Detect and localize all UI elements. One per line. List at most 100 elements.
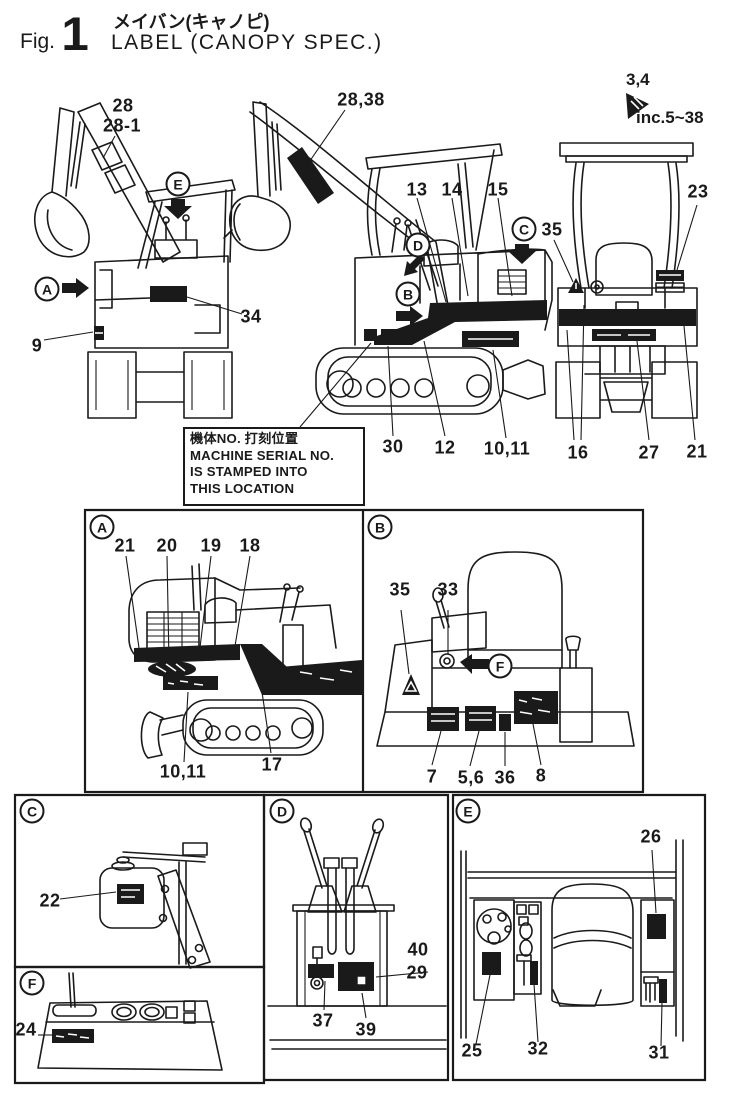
- include-arrow-icon: [626, 93, 649, 119]
- panel-b-label-7: [427, 707, 459, 731]
- panel-f-callout-24: 24: [15, 1019, 37, 1040]
- serial-note-line-jp: 機体NO. 打刻位置: [190, 431, 299, 446]
- callout-16: 16: [567, 442, 589, 463]
- callout-14: 14: [441, 179, 463, 200]
- label-plate-34: [150, 286, 187, 302]
- panel-e-frame: [453, 795, 705, 1080]
- panel-a-letter: A: [89, 514, 115, 540]
- stripe-decal: [374, 300, 547, 345]
- panel-e-label-26: [647, 914, 666, 939]
- panel-d-label-39: [338, 962, 374, 991]
- view-marker-d: D: [405, 232, 431, 258]
- arrow-a-icon: [62, 278, 89, 298]
- figure-label: Fig.: [20, 30, 56, 53]
- panel-f-label-24: [52, 1029, 94, 1043]
- serial-note-line-3: THIS LOCATION: [190, 480, 295, 496]
- panel-f-drawing: [38, 973, 222, 1070]
- panel-a-label-10-11: [163, 676, 218, 690]
- callout-28: 28: [112, 95, 134, 116]
- arrow-c-icon: [508, 244, 536, 264]
- callout-35: 35: [541, 219, 563, 240]
- include-note: inc.5~38: [636, 108, 704, 127]
- page-title-japanese: メイバン(キャノピ): [113, 12, 270, 32]
- panel-a-callout-19: 19: [200, 535, 222, 556]
- panel-d-callout-37: 37: [312, 1010, 334, 1031]
- arrow-d-icon: [404, 254, 425, 276]
- panel-e-callout-31: 31: [648, 1042, 670, 1063]
- arrow-f-icon: [460, 654, 489, 674]
- panel-e-drawing: [461, 840, 683, 1046]
- side-view-drawing: [224, 102, 552, 438]
- panel-e-callout-32: 32: [527, 1038, 549, 1059]
- callout-13: 13: [406, 179, 428, 200]
- callout-30: 30: [382, 436, 404, 457]
- view-marker-b: B: [395, 281, 421, 307]
- panel-c-drawing: [60, 843, 210, 968]
- panel-f-frame: [15, 967, 264, 1083]
- panel-b-f-reference: F: [487, 653, 513, 679]
- callout-9: 9: [31, 335, 43, 356]
- panel-e-label-25: [482, 952, 501, 975]
- callout-28-38: 28,38: [337, 89, 385, 110]
- panel-a-callout-17: 17: [261, 754, 283, 775]
- panel-a-callout-21: 21: [114, 535, 136, 556]
- figure-number: 1: [61, 7, 89, 60]
- arrow-e-icon: [164, 199, 192, 219]
- panel-c-letter: C: [19, 798, 45, 824]
- front-view-drawing: [35, 103, 242, 418]
- callout-15: 15: [487, 179, 509, 200]
- view-marker-a: A: [34, 276, 60, 302]
- panel-b-callout-35: 35: [389, 579, 411, 600]
- panel-d-frame: [264, 795, 448, 1080]
- callout-23: 23: [687, 181, 709, 202]
- panel-b-warning-triangle: [402, 674, 420, 695]
- callout-3-4: 3,4: [626, 70, 650, 89]
- panel-e-callout-26: 26: [640, 826, 662, 847]
- panel-b-drawing: [377, 552, 634, 766]
- panel-d-callout-40: 40: [407, 939, 429, 960]
- panel-b-callout-33: 33: [437, 579, 459, 600]
- panel-b-label-36: [499, 714, 511, 731]
- callout-27: 27: [638, 442, 660, 463]
- callout-28-1: 28-1: [102, 115, 142, 136]
- panel-c-callout-22: 22: [39, 890, 61, 911]
- panel-b-callout-36: 36: [494, 767, 516, 788]
- serial-number-note: 機体NO. 打刻位置 MACHINE SERIAL NO. IS STAMPED…: [183, 427, 365, 506]
- rear-view-drawing: [554, 143, 697, 440]
- panel-a-callout-18: 18: [239, 535, 261, 556]
- panel-a-callout-10-11: 10,11: [159, 761, 207, 782]
- stripe-decal-rear: [559, 309, 696, 326]
- panel-e-letter: E: [455, 798, 481, 824]
- serial-note-line-1: MACHINE SERIAL NO.: [190, 447, 335, 463]
- panel-e-callout-25: 25: [461, 1040, 483, 1061]
- callout-21: 21: [686, 441, 708, 462]
- panel-d-callout-29: 29: [406, 962, 428, 983]
- panel-b-callout-5-6: 5,6: [457, 767, 485, 788]
- serial-note-line-2: IS STAMPED INTO: [190, 464, 308, 479]
- panel-e-label-31: [659, 979, 667, 1003]
- callout-34: 34: [240, 306, 262, 327]
- view-marker-e: E: [165, 171, 191, 197]
- label-plate-27: [592, 329, 656, 341]
- panel-b-callout-8: 8: [535, 765, 547, 786]
- callout-10-11: 10,11: [483, 438, 531, 459]
- panel-b-label-5-6: [465, 706, 496, 731]
- panel-d-drawing: [268, 817, 446, 1049]
- panel-b-letter: B: [367, 514, 393, 540]
- panel-c-label-22: [117, 884, 144, 904]
- panel-a-drawing: [126, 556, 362, 762]
- panel-b-label-8: [514, 691, 558, 724]
- panel-e-label-32: [530, 961, 538, 985]
- panel-c-frame: [15, 795, 264, 967]
- panel-f-letter: F: [19, 970, 45, 996]
- panel-b-callout-7: 7: [426, 766, 438, 787]
- panel-d-letter: D: [269, 798, 295, 824]
- panel-d-callout-39: 39: [355, 1019, 377, 1040]
- panel-d-label-37: [308, 964, 334, 978]
- view-marker-c: C: [511, 216, 537, 242]
- callout-12: 12: [434, 437, 456, 458]
- label-plate-28-38: [287, 147, 334, 204]
- serial-location-plate: [381, 329, 397, 342]
